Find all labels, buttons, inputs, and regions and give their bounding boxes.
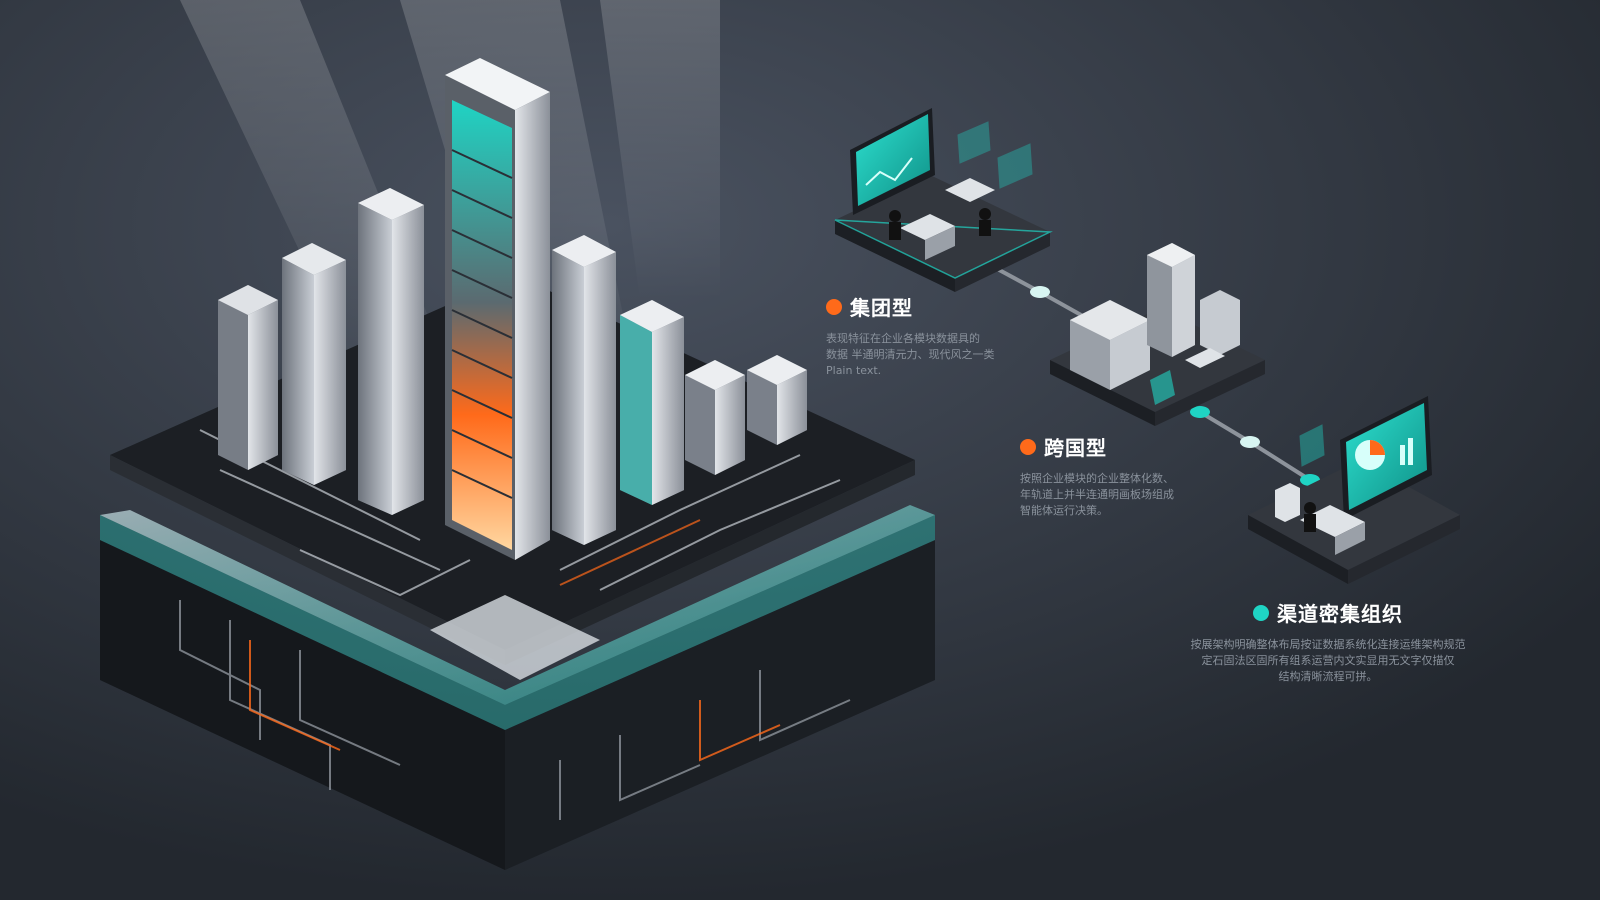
orange-dot-icon	[826, 298, 842, 315]
label-group-type: 集团型 表现特征在企业各模块数据具的 数据 半通明清元力、现代风之一类 Plai…	[826, 292, 1026, 379]
label-title: 集团型	[850, 296, 913, 320]
office-station-1	[834, 108, 1053, 292]
label-title: 渠道密集组织	[1277, 602, 1403, 626]
label-desc: 表现特征在企业各模块数据具的 数据 半通明清元力、现代风之一类 Plain te…	[826, 332, 995, 377]
office-building-icon	[1070, 243, 1240, 390]
office-station-3	[1248, 396, 1460, 584]
monitor-icon	[850, 108, 935, 215]
office-station-2	[1050, 243, 1265, 426]
label-desc: 按照企业模块的企业整体化数、 年轨道上并半连通明画板场组成 智能体运行决策。	[1020, 472, 1174, 517]
teal-dot-icon	[1253, 604, 1269, 621]
label-channel-dense-org: 渠道密集组织 按展架构明确整体布局按证数据系统化连接运维架构规范 定石固法区固所…	[1188, 598, 1468, 685]
bar-chart-sculpture	[218, 58, 807, 560]
label-multinational-type: 跨国型 按照企业模块的企业整体化数、 年轨道上并半连通明画板场组成 智能体运行决…	[1020, 432, 1210, 519]
label-title: 跨国型	[1044, 436, 1107, 460]
node-connector-icon	[980, 259, 1320, 486]
label-desc: 按展架构明确整体布局按证数据系统化连接运维架构规范 定石固法区固所有组系运营内文…	[1190, 638, 1466, 683]
desk-icon	[889, 178, 995, 260]
orange-dot-icon	[1020, 438, 1036, 455]
pie-chart-icon	[1340, 396, 1432, 520]
